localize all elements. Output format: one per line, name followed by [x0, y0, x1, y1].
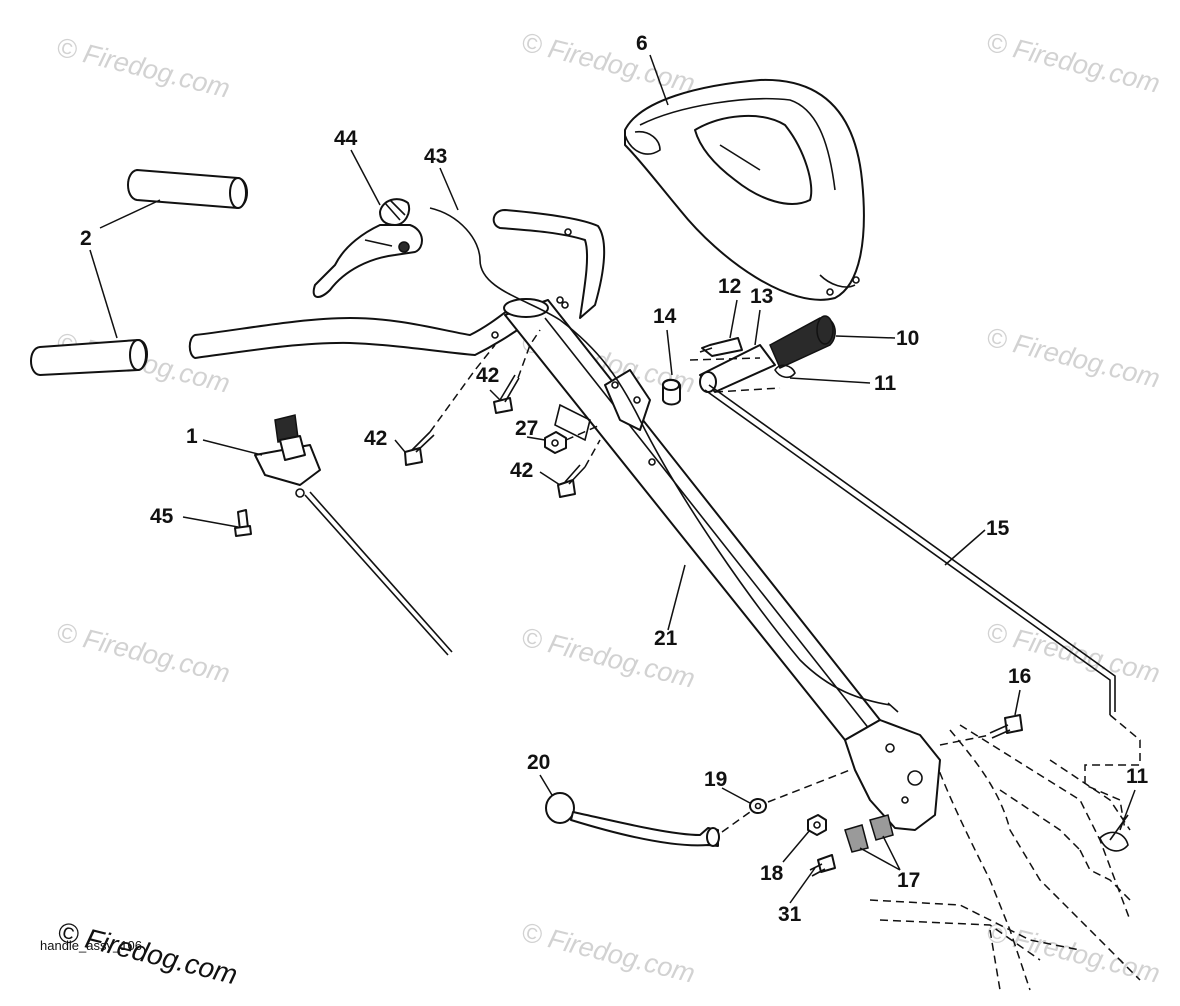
callout-14: 14	[653, 305, 677, 328]
callout-42-c: 42	[510, 459, 533, 482]
callout-44: 44	[334, 127, 358, 150]
callout-21: 21	[654, 627, 678, 650]
part-10-knob	[769, 315, 836, 370]
callout-31: 31	[778, 903, 802, 926]
part-43-cable	[429, 207, 899, 713]
callout-16: 16	[1008, 665, 1031, 688]
part-12-bolt	[699, 337, 743, 357]
part-15-rod	[704, 384, 1141, 831]
watermark: © Firedog.com	[984, 917, 1163, 989]
part-19-washer	[721, 769, 851, 833]
callout-11-upper: 11	[874, 372, 897, 395]
callout-45: 45	[150, 505, 174, 528]
part-17-pads	[844, 814, 894, 853]
callout-10: 10	[896, 327, 919, 350]
part-11-clip-upper	[774, 364, 796, 379]
part-11-clip-lower	[1099, 814, 1129, 852]
part-27-nut	[544, 424, 601, 454]
corner-watermark: © Firedog.com	[55, 916, 241, 991]
diagram-caption: handle_assy_106	[40, 938, 142, 953]
leader-lines	[89, 54, 1136, 904]
part-44-lever	[312, 198, 423, 298]
part-18-nut	[807, 814, 827, 836]
callout-6: 6	[636, 32, 648, 55]
watermarks: © Firedog.com © Firedog.com © Firedog.co…	[54, 27, 1163, 989]
watermark: © Firedog.com	[519, 917, 698, 989]
watermark: © Firedog.com	[54, 617, 233, 689]
watermark: © Firedog.com	[54, 32, 233, 104]
part-21-handle-tube	[503, 296, 941, 831]
part-45-screw	[234, 509, 252, 537]
handlebar	[188, 209, 606, 359]
part-6-handle-cover	[624, 78, 865, 301]
callout-42-b: 42	[364, 427, 387, 450]
part-31-bolt	[809, 854, 836, 877]
callout-15: 15	[986, 517, 1010, 540]
callout-18: 18	[760, 862, 784, 885]
callout-2: 2	[80, 227, 92, 250]
control-bracket	[604, 369, 651, 431]
part-14-spacer	[662, 378, 681, 406]
callout-20: 20	[527, 751, 550, 774]
watermark: © Firedog.com	[519, 27, 698, 99]
callout-13: 13	[750, 285, 773, 308]
part-42-screws	[404, 329, 601, 498]
watermark: © Firedog.com	[984, 322, 1163, 394]
part-16-bolt	[939, 714, 1023, 746]
part-2-grips	[30, 169, 248, 376]
callout-19: 19	[704, 768, 727, 791]
tiller-frame-outline	[869, 724, 1141, 991]
callout-12: 12	[718, 275, 741, 298]
callout-42-a: 42	[476, 364, 499, 387]
part-20-shift-lever	[545, 792, 720, 847]
callout-17: 17	[897, 869, 920, 892]
callout-1: 1	[186, 425, 198, 448]
callout-11-lower: 11	[1126, 765, 1149, 788]
callout-27: 27	[515, 417, 538, 440]
callout-43: 43	[424, 145, 447, 168]
watermark: © Firedog.com	[984, 27, 1163, 99]
callouts: 6 44 43 2 12 13 10 14 11 42 42 27 42 1 4…	[80, 32, 1149, 926]
part-1-lever-bracket	[254, 414, 453, 656]
